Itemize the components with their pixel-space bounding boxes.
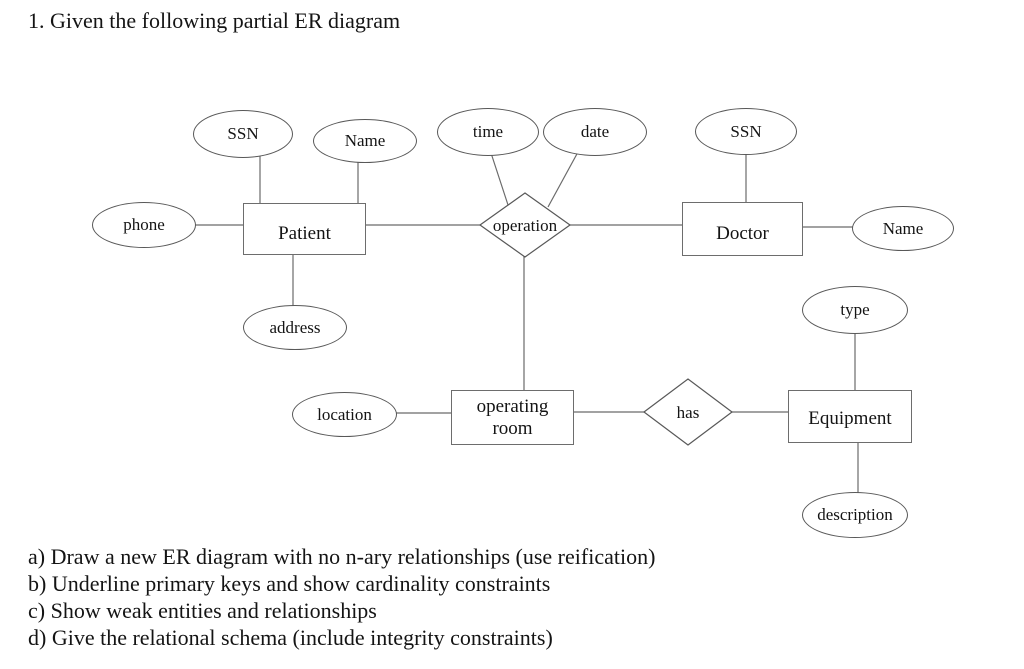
attribute-location: location xyxy=(292,392,397,437)
attribute-name-patient: Name xyxy=(313,119,417,163)
attribute-description: description xyxy=(802,492,908,538)
page-title: 1. Given the following partial ER diagra… xyxy=(28,8,401,33)
attribute-address: address xyxy=(243,305,347,350)
entity-operating-room: operating room xyxy=(451,390,574,445)
attribute-time: time xyxy=(437,108,539,156)
entity-doctor: Doctor xyxy=(682,202,803,256)
attribute-name-doctor: Name xyxy=(852,206,954,251)
attribute-ssn-doctor: SSN xyxy=(695,108,797,155)
attribute-type: type xyxy=(802,286,908,334)
relationship-has-label: has xyxy=(676,402,700,422)
entity-patient: Patient xyxy=(243,203,366,255)
has-diamond-shape xyxy=(643,378,733,446)
operation-diamond-shape xyxy=(478,192,572,258)
question-a: a) Draw a new ER diagram with no n-ary r… xyxy=(28,544,656,569)
question-c: c) Show weak entities and relationships xyxy=(28,598,377,623)
attribute-phone: phone xyxy=(92,202,196,248)
question-d: d) Give the relational schema (include i… xyxy=(28,625,553,650)
edge-time-operation xyxy=(490,152,510,209)
question-b: b) Underline primary keys and show cardi… xyxy=(28,571,551,596)
question-list: a) Draw a new ER diagram with no n-ary r… xyxy=(28,543,655,651)
relationship-operation-label: operation xyxy=(492,215,558,235)
attribute-ssn-patient: SSN xyxy=(193,110,293,158)
attribute-date: date xyxy=(543,108,647,156)
edge-date-operation xyxy=(547,151,579,208)
entity-equipment: Equipment xyxy=(788,390,912,443)
